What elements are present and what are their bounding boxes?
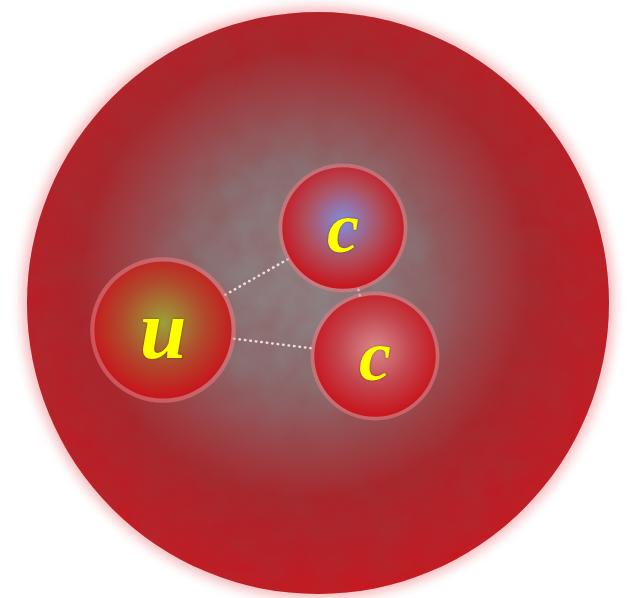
quark-ball: c: [313, 294, 437, 418]
gluon-string: [229, 338, 318, 349]
quark-label: u: [140, 288, 187, 372]
sphere-glow: [22, 7, 614, 598]
quark-label: c: [359, 320, 391, 392]
gluon-string: [220, 257, 292, 298]
quark-label: c: [327, 192, 359, 264]
quark-ball: c: [281, 166, 405, 290]
sphere-texture: [27, 12, 609, 594]
sphere-body: [27, 12, 609, 594]
quark-ball: u: [93, 260, 233, 400]
